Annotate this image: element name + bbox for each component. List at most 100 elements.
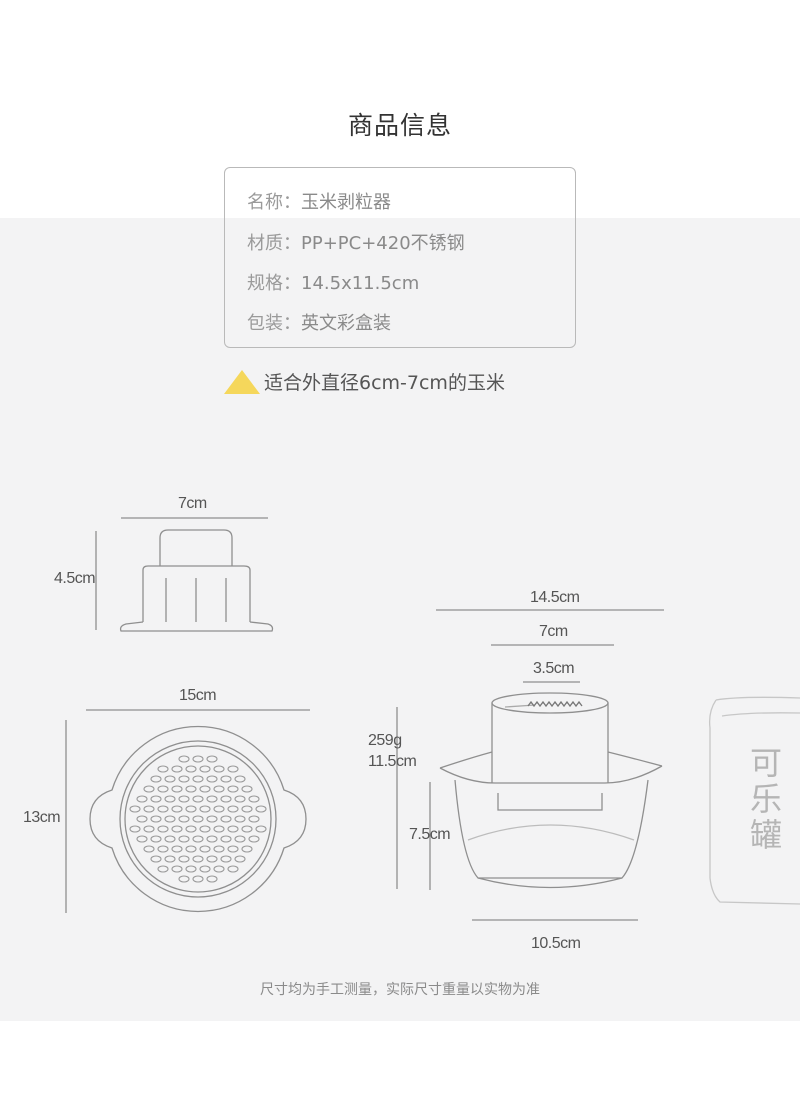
grater-hole [171,825,183,833]
grater-hole [185,765,197,773]
grater-hole [185,825,197,833]
grater-hole [185,785,197,793]
spec-box: 名称：玉米剥粒器 材质：PP+PC+420不锈钢 规格：14.5x11.5cm … [224,167,576,348]
dim-label-bowl-height: 7.5cm [409,826,451,843]
grater-hole [150,795,162,803]
spec-row-name: 名称：玉米剥粒器 [247,188,391,214]
grater-hole [234,815,246,823]
grater-hole [199,765,211,773]
grater-hole [150,835,162,843]
spec-value: 14.5x11.5cm [301,273,420,294]
grater-hole [178,775,190,783]
grater-hole [248,795,260,803]
grater-hole [164,795,176,803]
grey-background-panel [0,218,800,1021]
grater-hole [213,845,225,853]
grater-hole [192,855,204,863]
grater-hole [234,795,246,803]
grater-hole [220,795,232,803]
grater-hole [234,855,246,863]
can-label-char: 罐 [749,816,782,854]
grater-hole [178,755,190,763]
page-title: 商品信息 [347,111,452,140]
warning-triangle-icon [224,370,260,394]
grater-hole [220,855,232,863]
grater-hole [192,815,204,823]
grater-hole [220,835,232,843]
dim-label-assembled-height: 11.5cm [368,753,417,770]
grater-hole [248,835,260,843]
grater-hole [171,865,183,873]
grater-hole [157,845,169,853]
spec-row-package: 包装：英文彩盒装 [247,309,391,335]
grater-hole [206,815,218,823]
grater-hole [213,825,225,833]
grater-hole [171,785,183,793]
grater-hole [227,765,239,773]
grater-hole [220,815,232,823]
grater-hole [157,865,169,873]
grater-hole [199,825,211,833]
grater-hole [129,805,141,813]
grater-hole [136,815,148,823]
dim-label-top-height: 4.5cm [54,570,96,587]
spec-row-size: 规格：14.5x11.5cm [247,269,419,295]
grater-hole [164,815,176,823]
grater-hole [150,855,162,863]
grater-hole [199,845,211,853]
grater-hole [171,805,183,813]
grater-hole [206,755,218,763]
grater-hole [164,855,176,863]
assembled-product-drawing [439,692,663,889]
spec-row-material: 材质：PP+PC+420不锈钢 [247,229,465,255]
grater-hole [192,755,204,763]
grater-hole [178,835,190,843]
grater-hole [241,785,253,793]
grater-hole [171,845,183,853]
grater-hole [157,785,169,793]
dim-label-assembled-inner: 3.5cm [533,660,575,677]
grater-hole [129,825,141,833]
cutter-top-drawing [119,529,274,632]
grater-hole [255,805,267,813]
base-top-view-drawing [89,725,307,913]
grater-hole [164,775,176,783]
grater-hole [192,775,204,783]
spec-value: 英文彩盒装 [301,313,391,334]
grater-hole [199,865,211,873]
dim-label-top-width: 7cm [178,495,207,512]
grater-hole [143,825,155,833]
grater-hole [213,785,225,793]
soda-can-drawing [708,696,800,905]
grater-hole [213,765,225,773]
footnote: 尺寸均为手工测量，实际尺寸重量以实物为准 [260,982,540,998]
grater-hole [143,785,155,793]
grater-hole [206,855,218,863]
grater-hole [178,855,190,863]
grater-hole [206,795,218,803]
grater-holes [129,755,267,883]
grater-hole [227,825,239,833]
grater-hole [206,775,218,783]
grater-hole [199,805,211,813]
grater-hole [178,795,190,803]
grater-hole [178,875,190,883]
grater-hole [164,835,176,843]
grater-hole [157,825,169,833]
dim-label-weight: 259g [368,732,402,749]
grater-hole [143,805,155,813]
grater-hole [157,805,169,813]
grater-hole [199,785,211,793]
dim-label-base-depth: 13cm [23,809,61,826]
fit-note-text: 适合外直径6cm-7cm的玉米 [264,372,505,394]
grater-hole [150,775,162,783]
grater-hole [227,865,239,873]
can-label-char: 乐 [749,780,782,818]
grater-hole [220,775,232,783]
dim-label-assembled-mid: 7cm [539,623,568,640]
spec-key: 规格： [247,273,301,294]
grater-hole [248,815,260,823]
grater-hole [178,815,190,823]
grater-hole [171,765,183,773]
